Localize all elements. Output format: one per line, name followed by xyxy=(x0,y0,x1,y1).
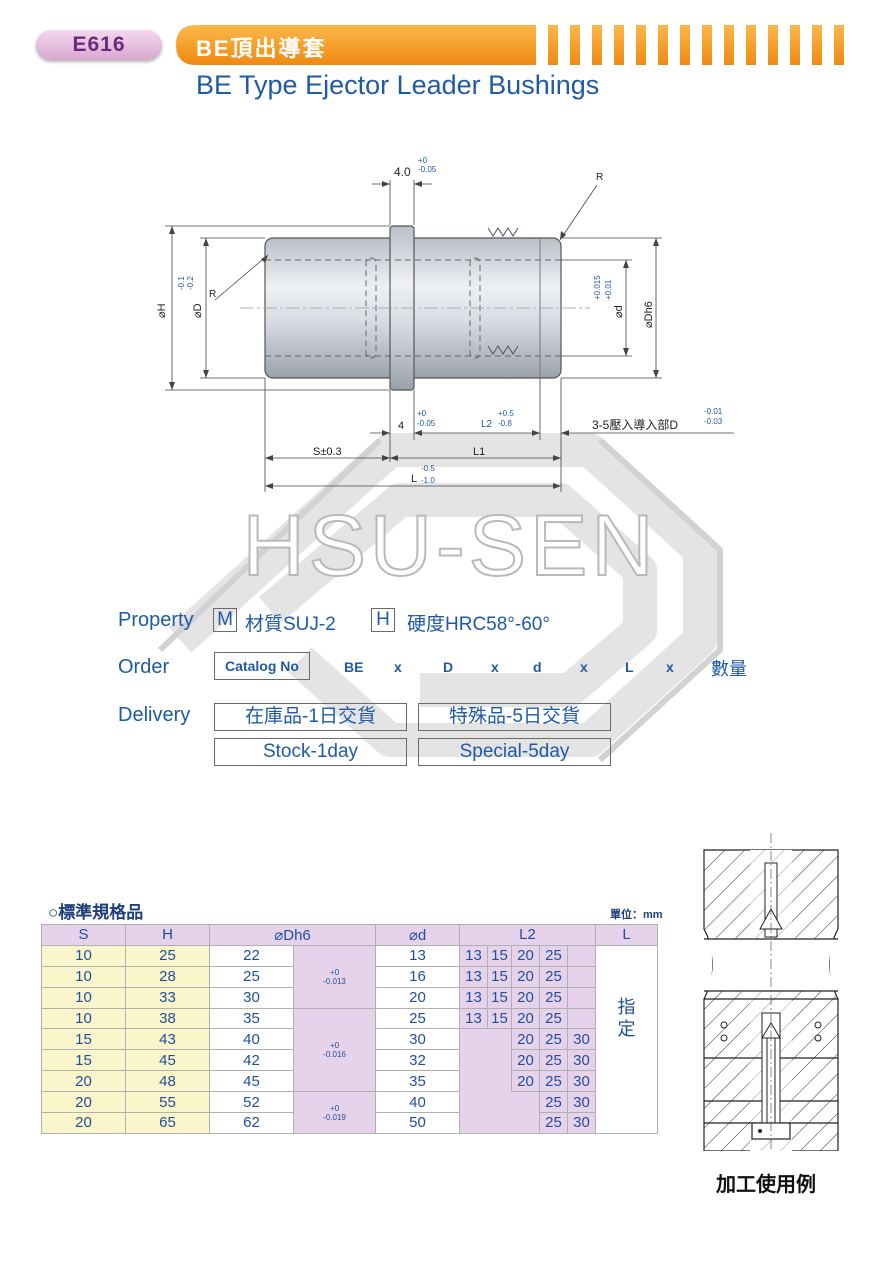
dh6-tolerance-3: +0-0.019 xyxy=(293,1091,376,1134)
table-header-row: S H ⌀Dh6 ⌀d L2 L xyxy=(41,924,658,946)
svg-text:S±0.3: S±0.3 xyxy=(313,446,342,458)
svg-text:R: R xyxy=(596,172,603,183)
svg-text:4.0: 4.0 xyxy=(394,165,411,179)
header-l: L xyxy=(595,924,658,946)
order-part-d-small: d xyxy=(533,659,542,675)
svg-text:+0: +0 xyxy=(417,409,427,418)
table-row: 20 65 62 50 25 30 xyxy=(41,1112,658,1134)
mold-usage-example-drawing xyxy=(703,833,839,1151)
standard-spec-title: ○標準規格品 xyxy=(48,903,144,922)
table-row: 10 38 35 +0-0.016 25 13 15 20 25 xyxy=(41,1007,658,1093)
technical-drawing: 4.0 +0 -0.05 R R ⌀H ⌀D -0.1 -0.2 ⌀d +0.0… xyxy=(156,156,734,492)
stock-delivery-en: Stock-1day xyxy=(214,738,407,766)
dh6-tolerance-1: +0-0.013 xyxy=(293,944,376,1009)
svg-text:-0.8: -0.8 xyxy=(498,419,512,428)
order-label: Order xyxy=(118,656,170,678)
svg-text:3-5壓入導入部D: 3-5壓入導入部D xyxy=(592,417,678,432)
table-row: 20 48 45 35 20 25 30 xyxy=(41,1070,658,1093)
svg-text:⌀H: ⌀H xyxy=(156,303,168,318)
svg-text:⌀d: ⌀d xyxy=(613,305,625,318)
catalog-no-label: Catalog No xyxy=(225,658,299,674)
property-label: Property xyxy=(118,609,194,631)
order-part-l: L xyxy=(625,659,634,675)
header-dh6: ⌀Dh6 xyxy=(209,924,376,946)
stock-delivery-zh: 在庫品-1日交貨 xyxy=(214,703,407,731)
svg-text:L1: L1 xyxy=(473,446,485,458)
dh6-tolerance-2: +0-0.016 xyxy=(293,1007,376,1093)
watermark-text: HSU-SEN xyxy=(242,498,657,594)
svg-text:-1.0: -1.0 xyxy=(421,476,435,485)
hardness-key: H xyxy=(371,608,395,632)
svg-text:-0.1: -0.1 xyxy=(177,276,186,290)
header-h: H xyxy=(125,924,210,946)
svg-text:+0.5: +0.5 xyxy=(498,409,514,418)
order-part-x1: x xyxy=(394,659,402,675)
table-row: 20 55 52 +0-0.019 40 25 30 xyxy=(41,1091,658,1134)
svg-text:4: 4 xyxy=(398,420,404,432)
header-s: S xyxy=(41,924,126,946)
svg-text:+0: +0 xyxy=(418,156,428,165)
svg-text:+0.015: +0.015 xyxy=(593,275,602,300)
title-banner xyxy=(176,25,844,65)
table-row: 15 45 42 32 20 25 30 xyxy=(41,1049,658,1072)
header-d: ⌀d xyxy=(375,924,460,946)
order-part-quantity: 數量 xyxy=(711,659,747,679)
catalog-code-badge xyxy=(36,30,162,60)
order-part-be: BE xyxy=(344,659,364,675)
special-delivery-zh: 特殊品-5日交貨 xyxy=(418,703,611,731)
order-part-x4: x xyxy=(666,659,674,675)
order-part-x3: x xyxy=(580,659,588,675)
svg-text:-0.05: -0.05 xyxy=(417,419,436,428)
order-part-x2: x xyxy=(491,659,499,675)
svg-text:-0.5: -0.5 xyxy=(421,464,435,473)
usage-example-caption: 加工使用例 xyxy=(716,1174,816,1196)
title-chinese: BE頂出導套 xyxy=(196,36,327,61)
svg-text:-0.03: -0.03 xyxy=(704,417,723,426)
special-delivery-en: Special-5day xyxy=(418,738,611,766)
svg-text:-0.2: -0.2 xyxy=(186,276,195,290)
header-l2: L2 xyxy=(459,924,596,946)
material-key: M xyxy=(213,608,237,632)
svg-text:⌀D: ⌀D xyxy=(192,303,204,318)
order-part-d-large: D xyxy=(443,659,454,675)
unit-label: 單位：mm xyxy=(610,909,663,921)
title-english: BE Type Ejector Leader Bushings xyxy=(196,70,600,100)
spec-table: S H ⌀Dh6 ⌀d L2 L 10 25 22 +0-0.013 13 13… xyxy=(41,924,658,1134)
svg-text:⌀Dh6: ⌀Dh6 xyxy=(643,301,655,328)
svg-text:-0.05: -0.05 xyxy=(418,165,437,174)
svg-text:R: R xyxy=(209,289,216,300)
material-value: 材質SUJ-2 xyxy=(245,614,336,635)
catalog-code: E616 xyxy=(72,33,126,56)
table-row: 10 33 30 20 13 15 20 25 xyxy=(41,986,658,1009)
catalog-no-box xyxy=(214,652,310,680)
svg-text:-0.01: -0.01 xyxy=(704,407,723,416)
l-specified: 指定 xyxy=(595,944,658,1134)
svg-text:L: L xyxy=(411,473,417,485)
delivery-label: Delivery xyxy=(118,704,191,726)
svg-text:+0.01: +0.01 xyxy=(604,279,613,300)
svg-text:L2: L2 xyxy=(481,419,493,430)
hsu-sen-watermark-logo: HSU-SEN xyxy=(157,433,723,763)
table-row: 10 25 22 +0-0.013 13 13 15 20 25 指定 xyxy=(41,944,658,1134)
hardness-value: 硬度HRC58°-60° xyxy=(407,614,550,635)
table-row: 15 43 40 30 20 25 30 xyxy=(41,1028,658,1051)
